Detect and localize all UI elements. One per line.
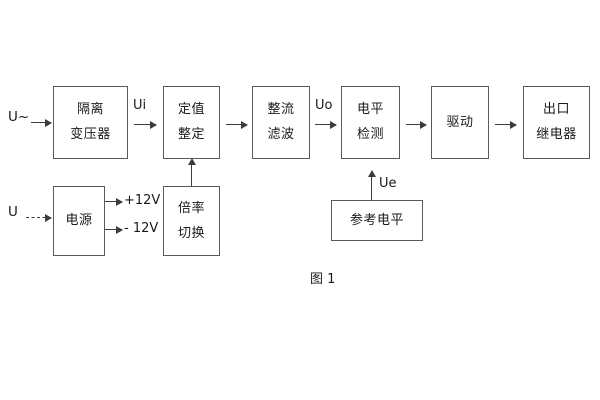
block-range-switch-line2: 切换 [177,225,205,241]
block-rectify-filter-line2: 滤波 [267,127,295,142]
arrow-rectify-filter-to-level-detect [315,120,337,129]
arrow-rail-negative [105,225,123,234]
block-isolation-transformer-line2: 变压器 [70,127,111,142]
block-power-supply-line1: 电源 [65,213,93,229]
block-level-detect[interactable]: 电平 检测 [341,86,400,159]
block-rectify-filter[interactable]: 整流 滤波 [252,86,310,159]
arrow-range-switch-to-setting-value [187,158,196,186]
rail-positive-label: +12V [124,193,161,208]
block-reference-level[interactable]: 参考电平 [331,200,423,241]
block-output-relay[interactable]: 出口 继电器 [523,86,590,159]
signal-ui-label: Ui [133,98,147,113]
block-range-switch-line1: 倍率 [177,200,205,216]
block-reference-level-line1: 参考电平 [349,212,404,228]
arrow-reference-level-to-level-detect [367,170,376,200]
arrow-input-ac-to-isolation-transformer [31,118,52,127]
block-setting-value[interactable]: 定值 整定 [163,86,220,159]
arrow-rail-positive [105,197,123,206]
block-range-switch[interactable]: 倍率 切换 [163,186,220,256]
arrow-isolation-transformer-to-setting-value [134,120,157,129]
input-ac-label: U~ [8,109,30,125]
block-output-relay-line1: 出口 [542,102,570,118]
signal-uo-label: Uo [315,98,333,113]
arrow-input-dc-to-power-supply [26,214,52,222]
block-setting-value-line1: 定值 [177,102,205,118]
signal-ue-label: Ue [379,176,397,191]
block-level-detect-line1: 电平 [356,102,384,118]
figure-caption: 图 1 [310,272,336,287]
rail-negative-label: - 12V [124,221,159,236]
block-rectify-filter-line1: 整流 [267,102,295,118]
arrow-level-detect-to-drive [406,120,427,129]
block-power-supply[interactable]: 电源 [53,186,105,256]
block-drive[interactable]: 驱动 [431,86,489,159]
input-dc-label: U [8,204,18,220]
block-isolation-transformer[interactable]: 隔离 变压器 [53,86,128,159]
block-output-relay-line2: 继电器 [536,127,577,142]
block-setting-value-line2: 整定 [177,127,205,142]
block-isolation-transformer-line1: 隔离 [76,102,104,118]
arrow-drive-to-output-relay [495,120,517,129]
block-drive-line1: 驱动 [446,114,474,130]
arrow-setting-value-to-rectify-filter [226,120,248,129]
block-level-detect-line2: 检测 [356,127,384,142]
